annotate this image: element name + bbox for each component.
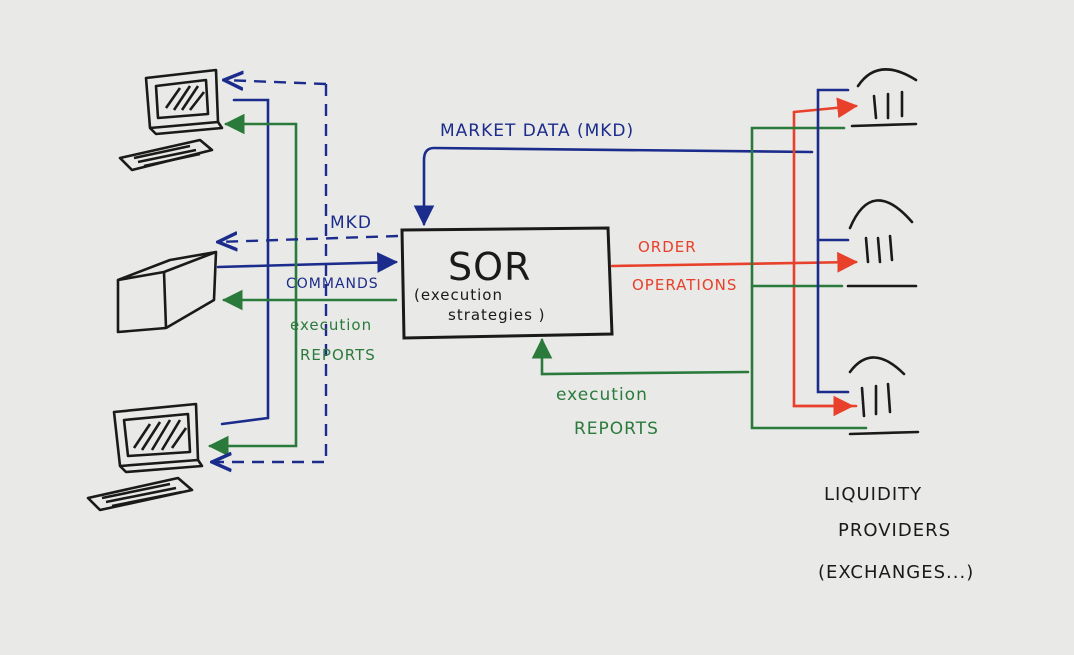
execution-reports-bus <box>207 113 398 457</box>
exchange-bottom-icon <box>848 356 920 436</box>
sor-box <box>400 226 614 340</box>
sor-subtitle-line2: strategies ) <box>448 306 546 324</box>
exec-left-line2: REPORTS <box>300 346 376 364</box>
liquidity-line2: PROVIDERS <box>838 520 951 541</box>
market-data-label: MARKET DATA (MKD) <box>440 121 634 141</box>
order-label-line2: OPERATIONS <box>632 276 737 294</box>
client-middle-server-icon <box>116 250 218 334</box>
exchange-middle-icon <box>846 199 918 288</box>
client-top-computer-icon <box>118 68 224 172</box>
sor-title: SOR <box>448 245 531 289</box>
exchange-reports-flow <box>531 126 868 430</box>
exec-left-line1: execution <box>290 316 372 334</box>
liquidity-line3: (EXCHANGES...) <box>818 562 974 583</box>
mkd-label: MKD <box>330 213 372 233</box>
mkd-dashed-bus <box>212 80 399 462</box>
client-bottom-computer-icon <box>86 402 204 512</box>
exchange-market-data-links <box>816 88 850 394</box>
exec-bottom-line2: REPORTS <box>574 419 659 439</box>
exec-bottom-line1: execution <box>556 385 648 405</box>
market-data-flow <box>413 146 814 227</box>
liquidity-line1: LIQUIDITY <box>824 484 922 505</box>
order-operations-flow <box>610 97 859 417</box>
commands-label: COMMANDS <box>286 276 379 292</box>
order-label-line1: ORDER <box>638 238 697 256</box>
exchange-top-icon <box>850 68 918 128</box>
commands-bus <box>216 98 399 426</box>
sor-subtitle-line1: (execution <box>414 286 503 304</box>
